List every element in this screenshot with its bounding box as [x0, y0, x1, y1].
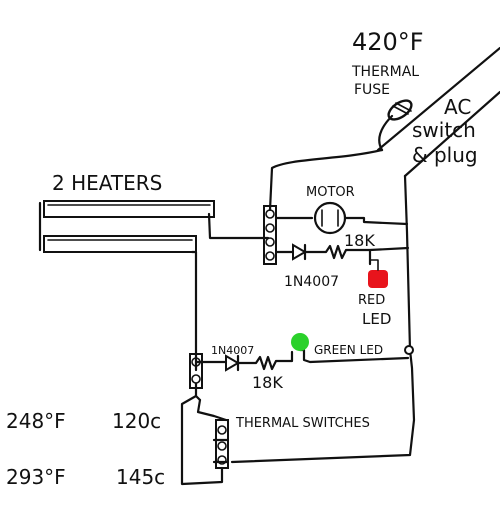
heaters-label: 2 HEATERS — [52, 171, 162, 195]
temp2-celsius: 145c — [116, 465, 165, 489]
top-resistor-label: 18K — [344, 231, 375, 250]
motor — [274, 201, 409, 235]
wire-right-rail — [230, 174, 416, 464]
thermal-switches — [180, 394, 230, 486]
green-led — [291, 333, 309, 351]
red-led-label-line2: LED — [362, 310, 391, 328]
motor-label: MOTOR — [306, 185, 355, 200]
bottom-resistor-label: 18K — [252, 373, 283, 392]
thermal-fuse — [378, 99, 413, 152]
thermal-fuse-label-line1: THERMAL — [351, 64, 419, 80]
red-led — [368, 270, 388, 288]
temp2-fahrenheit: 293°F — [6, 465, 66, 489]
thermal-fuse-label-line2: FUSE — [354, 82, 390, 98]
green-led-label: GREEN LED — [314, 343, 383, 357]
red-led-lead — [369, 259, 379, 271]
terminal-block — [263, 205, 277, 265]
junction-dot — [404, 345, 414, 355]
wire-cord-to-block — [268, 148, 384, 212]
thermal-switches-label: THERMAL SWITCHES — [235, 416, 370, 431]
bottom-diode-branch — [194, 348, 410, 402]
red-led-label-line1: RED — [358, 293, 385, 308]
fuse-temperature-label: 420°F — [352, 28, 424, 56]
ac-label-line3: & plug — [412, 143, 478, 167]
bottom-diode-label: 1N4007 — [211, 344, 254, 357]
heater-elements — [38, 200, 270, 372]
temp1-fahrenheit: 248°F — [6, 409, 66, 433]
ac-cord — [376, 46, 500, 178]
ac-label-line2: switch — [412, 118, 476, 142]
top-diode-branch — [274, 243, 410, 266]
ac-label-line1: AC — [444, 95, 471, 119]
temp1-celsius: 120c — [112, 409, 161, 433]
top-diode-label: 1N4007 — [284, 274, 339, 290]
